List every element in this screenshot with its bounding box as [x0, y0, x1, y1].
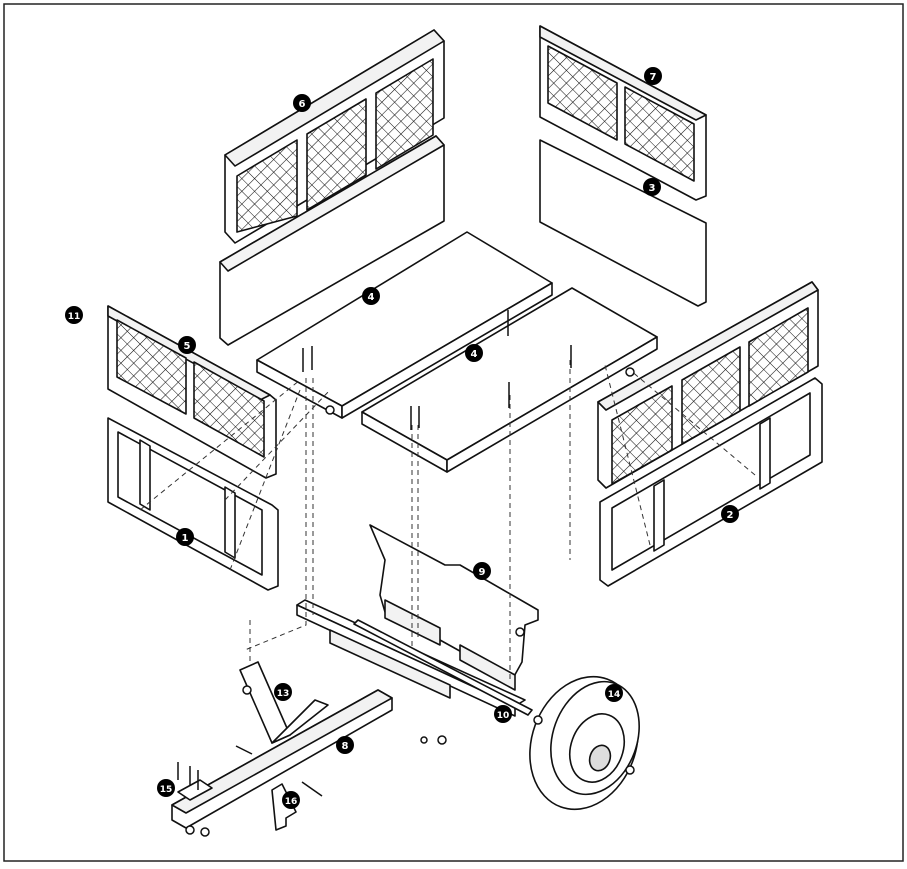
- svg-text:1: 1: [182, 533, 189, 544]
- callout-6: 6: [293, 94, 311, 112]
- callout-layer: 6 7 3 4 4 11 5 1 2 9 13 14 10 8 15 16: [65, 67, 739, 809]
- callout-13: 13: [274, 683, 292, 701]
- svg-text:8: 8: [342, 741, 349, 752]
- svg-text:14: 14: [608, 690, 621, 700]
- callout-11: 11: [65, 306, 83, 324]
- assembly-guide-lines: [139, 360, 756, 680]
- wheel-14: [529, 675, 640, 811]
- floor-board-front-4: [361, 287, 658, 473]
- callout-14: 14: [605, 684, 623, 702]
- callout-2: 2: [721, 505, 739, 523]
- callout-9: 9: [473, 562, 491, 580]
- svg-text:10: 10: [497, 711, 510, 721]
- callout-1: 1: [176, 528, 194, 546]
- side-frame-2: [599, 377, 823, 587]
- svg-text:5: 5: [184, 341, 191, 352]
- callout-10: 10: [494, 705, 512, 723]
- end-board-3: [539, 139, 707, 307]
- svg-text:9: 9: [479, 567, 486, 578]
- mesh-side-panel-front-right: [597, 281, 819, 489]
- callout-4b: 4: [465, 344, 483, 362]
- svg-text:11: 11: [68, 312, 81, 322]
- callout-16: 16: [282, 791, 300, 809]
- svg-text:15: 15: [160, 785, 173, 795]
- axle-rod-10: [353, 619, 533, 716]
- end-frame-1: [107, 417, 279, 591]
- svg-text:4: 4: [471, 349, 478, 360]
- tongue-8: [171, 689, 393, 829]
- svg-text:13: 13: [277, 689, 290, 699]
- callout-3: 3: [643, 178, 661, 196]
- svg-text:3: 3: [649, 183, 656, 194]
- hardware-bolts: [177, 310, 635, 837]
- svg-text:7: 7: [650, 72, 657, 83]
- svg-text:2: 2: [727, 510, 734, 521]
- mesh-end-panel-5: [107, 305, 277, 479]
- callout-5: 5: [178, 336, 196, 354]
- callout-4a: 4: [362, 287, 380, 305]
- mesh-end-panel-7: [539, 25, 707, 201]
- svg-text:4: 4: [368, 292, 375, 303]
- callout-7: 7: [644, 67, 662, 85]
- svg-text:16: 16: [285, 797, 298, 807]
- side-board-left: [219, 135, 445, 346]
- hitch-plate-15: [177, 779, 213, 801]
- callout-8: 8: [336, 736, 354, 754]
- hitch-bracket-16: [271, 783, 297, 831]
- tongue-bracket-13: [239, 661, 329, 744]
- svg-text:6: 6: [299, 99, 306, 110]
- callout-15: 15: [157, 779, 175, 797]
- floor-board-rear-4: [256, 231, 553, 419]
- mesh-side-panel-6: [224, 29, 445, 244]
